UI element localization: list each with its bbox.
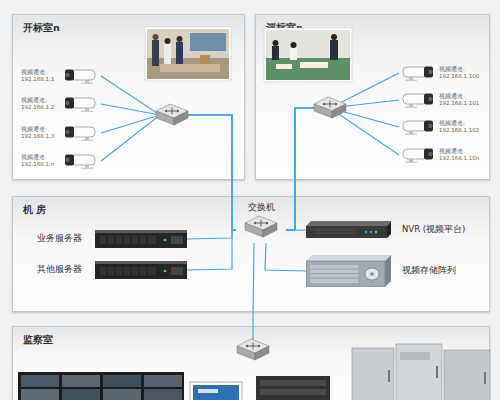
room-panel: 开标室n 视频通道: 192.168.1.1 视频通道: 192.168.1.2 视频… bbox=[12, 14, 245, 180]
room-panel: 监察室 bbox=[12, 326, 490, 400]
switch-icon bbox=[243, 215, 279, 239]
switch-label: 交换机 bbox=[236, 201, 286, 214]
camera-icon bbox=[63, 68, 97, 84]
server-label: 其他服务器 bbox=[37, 264, 82, 276]
camera-label: 视频通道: 192.168.1.10n bbox=[439, 148, 489, 162]
panel-heading: 监察室 bbox=[23, 334, 53, 347]
camera-node: 视频通道: 192.168.1.100 bbox=[399, 61, 489, 85]
storage-icon bbox=[306, 255, 391, 287]
camera-node: 视频通道: 192.168.1.101 bbox=[399, 88, 489, 112]
camera-node: 视频通道: 192.168.1.3 bbox=[21, 121, 101, 145]
camera-icon bbox=[401, 65, 435, 81]
camera-label: 视频通道: 192.168.1.3 bbox=[21, 126, 62, 140]
room-panel: 机 房 交换机业务服务器其他服务器 NVR (视频平台) 视频存储阵列 bbox=[12, 196, 490, 312]
device-node: NVR (视频平台) bbox=[306, 214, 491, 246]
room-panel: 评标室n 视频通道: 192.168.1.100 视频通道: 192.168.1.1… bbox=[255, 14, 490, 180]
device-label: 视频存储阵列 bbox=[402, 265, 456, 277]
camera-node: 视频通道: 192.168.1.10n bbox=[399, 143, 489, 167]
camera-label: 视频通道: 192.168.1.102 bbox=[439, 120, 489, 134]
camera-icon bbox=[63, 125, 97, 141]
camera-icon bbox=[401, 92, 435, 108]
switch-node: 交换机 bbox=[236, 201, 286, 243]
camera-node: 视频通道: 192.168.1.1 bbox=[21, 64, 101, 88]
panel-heading: 机 房 bbox=[23, 204, 46, 217]
server-node: 业务服务器 bbox=[37, 229, 187, 249]
nvr-icon bbox=[306, 221, 391, 239]
server-label: 业务服务器 bbox=[37, 233, 82, 245]
server-node: 其他服务器 bbox=[37, 260, 187, 280]
server-icon bbox=[95, 230, 187, 248]
camera-icon bbox=[63, 153, 97, 169]
camera-icon bbox=[401, 147, 435, 163]
device-label: NVR (视频平台) bbox=[402, 224, 465, 236]
device-node: 视频存储阵列 bbox=[306, 255, 491, 287]
camera-label: 视频通道: 192.168.1.100 bbox=[439, 66, 489, 80]
camera-icon bbox=[401, 119, 435, 135]
camera-label: 视频通道: 192.168.1.2 bbox=[21, 97, 62, 111]
camera-node: 视频通道: 192.168.1.2 bbox=[21, 92, 101, 116]
camera-label: 视频通道: 192.168.1.n bbox=[21, 154, 62, 168]
camera-label: 视频通道: 192.168.1.1 bbox=[21, 69, 62, 83]
panel-heading: 评标室n bbox=[266, 22, 303, 35]
camera-node: 视频通道: 192.168.1.102 bbox=[399, 115, 489, 139]
server-icon bbox=[95, 261, 187, 279]
panel-heading: 开标室n bbox=[23, 22, 60, 35]
camera-icon bbox=[63, 96, 97, 112]
camera-label: 视频通道: 192.168.1.101 bbox=[439, 93, 489, 107]
camera-node: 视频通道: 192.168.1.n bbox=[21, 149, 101, 173]
